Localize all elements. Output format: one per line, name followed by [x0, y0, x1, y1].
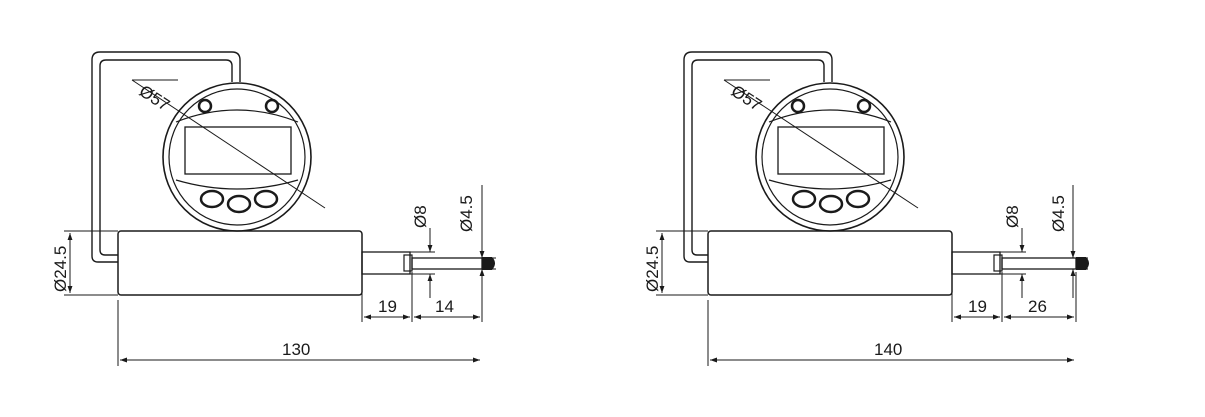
button-2-icon: [818, 194, 844, 214]
button-3-icon: [253, 189, 279, 209]
face-top-edge: [175, 109, 299, 123]
dim-tip-length: 14: [435, 297, 454, 316]
button-3-icon: [845, 189, 871, 209]
dial-gauge: [162, 82, 312, 232]
dim-line-dial: [723, 79, 919, 209]
lcd-display: [184, 126, 292, 175]
stem-collar: [403, 254, 413, 272]
dim-total-length: 130: [282, 340, 310, 359]
dim-tip-diameter: Ø4.5: [457, 195, 476, 232]
screw-right-icon: [856, 98, 872, 114]
button-2-icon: [226, 194, 252, 214]
stem: [361, 251, 411, 275]
dim-tip-length: 26: [1028, 297, 1047, 316]
dim-total-length: 140: [874, 340, 902, 359]
probe-tip: [411, 257, 483, 270]
screw-left-icon: [197, 98, 213, 114]
cable-loop-inner: [691, 59, 825, 256]
drawing-left: Ø57 Ø24.5 Ø8 Ø4.5 19 14 130: [51, 51, 496, 366]
dim-tip-diameter: Ø4.5: [1049, 195, 1068, 232]
gauge-body: [707, 230, 953, 296]
cable-loop-inner: [99, 59, 233, 256]
dim-stem-length: 19: [968, 297, 987, 316]
dim-stem-length: 19: [378, 297, 397, 316]
dim-body-diameter: Ø24.5: [51, 246, 70, 292]
probe-ball-icon: [1076, 257, 1089, 270]
dial-gauge: [755, 82, 905, 232]
button-1-icon: [199, 189, 225, 209]
dial-inner-ring: [761, 88, 899, 226]
dim-body-diameter: Ø24.5: [643, 246, 662, 292]
probe-tip: [1001, 257, 1077, 270]
button-1-icon: [791, 189, 817, 209]
face-bottom-edge: [175, 179, 299, 190]
screw-left-icon: [790, 98, 806, 114]
cable-loop: [683, 51, 833, 263]
screw-right-icon: [264, 98, 280, 114]
drawing-right: Ø57 Ø24.5 Ø8 Ø4.5 19 26 140: [643, 51, 1089, 366]
dial-inner-ring: [168, 88, 306, 226]
gauge-body: [117, 230, 363, 296]
dim-stem-diameter: Ø8: [1003, 205, 1022, 228]
probe-ball-icon: [482, 257, 495, 270]
face-top-edge: [768, 109, 892, 123]
stem-collar: [993, 254, 1003, 272]
stem: [951, 251, 1001, 275]
dim-line-dial: [131, 79, 326, 209]
dim-stem-diameter: Ø8: [411, 205, 430, 228]
face-bottom-edge: [768, 179, 892, 190]
cable-loop: [91, 51, 241, 263]
lcd-display: [777, 126, 885, 175]
